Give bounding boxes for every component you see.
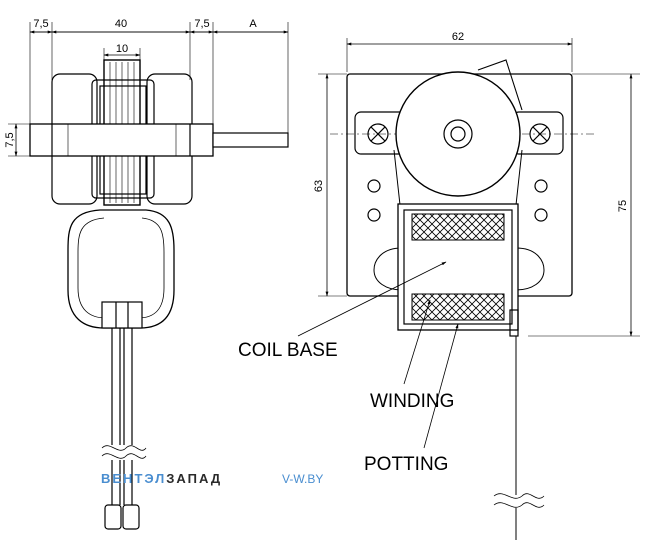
dimension-plate-height: 63 (313, 180, 325, 192)
dimension-body-width: 40 (115, 18, 127, 30)
dimension-right-margin: 7,5 (194, 18, 209, 30)
dimension-shaft-height: 7,5 (4, 132, 16, 147)
label-potting: POTTING (364, 454, 448, 475)
dimension-shaft-length: A (249, 18, 257, 30)
dimension-left-margin: 7,5 (33, 18, 48, 30)
watermark-site: V-W.BY (282, 472, 323, 486)
dimension-total-height: 75 (617, 200, 629, 212)
label-coil-base: COIL BASE (238, 340, 338, 361)
dimension-core-width: 10 (116, 43, 128, 55)
watermark-brand-part2: ЗАПАД (166, 471, 222, 486)
watermark-brand-part1: ВЕНТЭЛ (101, 471, 166, 486)
side-view (8, 22, 289, 530)
front-view (297, 38, 640, 540)
label-winding: WINDING (370, 391, 454, 412)
dimension-plate-width: 62 (452, 31, 464, 43)
watermark-brand: ВЕНТЭЛЗАПАД (101, 471, 222, 486)
